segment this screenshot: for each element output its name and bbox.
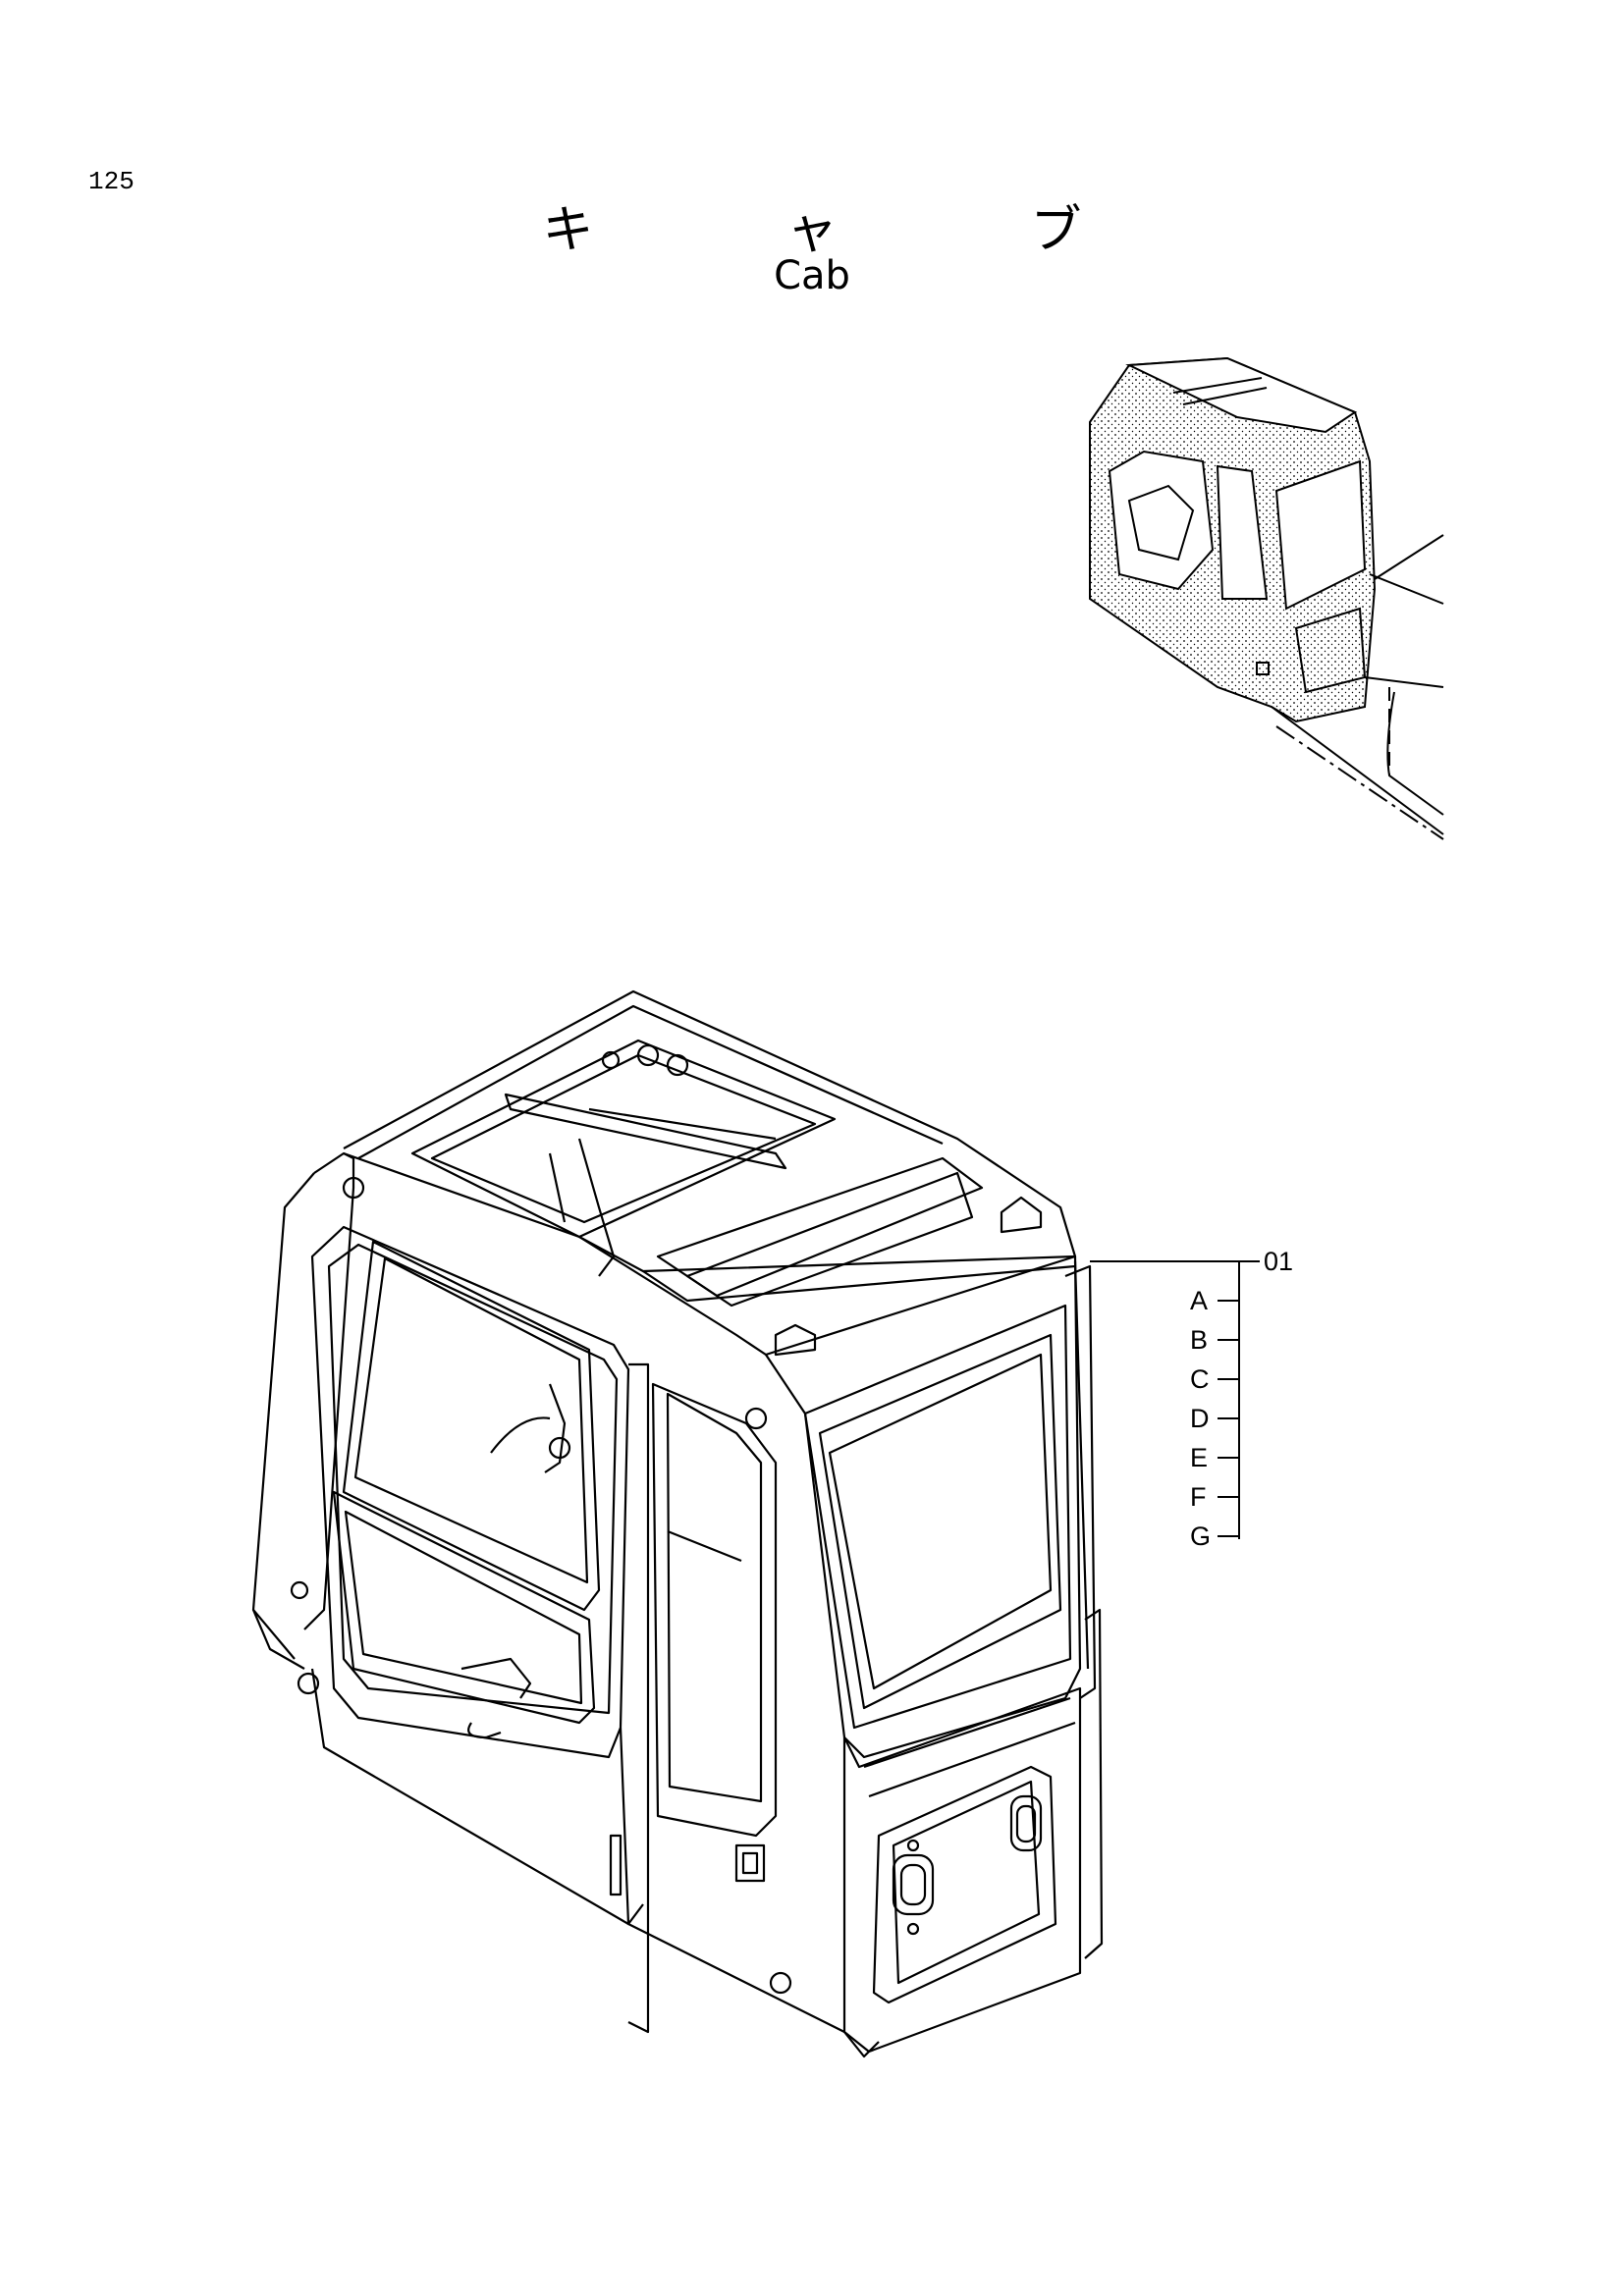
callout-main-part: 01	[1264, 1247, 1293, 1276]
callout-sub-part-e: E	[1190, 1443, 1208, 1472]
title-japanese: キ ャ ブ	[542, 201, 1170, 260]
callout-sub-part-a: A	[1190, 1286, 1208, 1315]
title-english: Cab	[774, 253, 850, 298]
callout-leaders	[1090, 1260, 1260, 1539]
page-number: 125	[88, 167, 135, 196]
callout-sub-part-c: C	[1190, 1364, 1210, 1394]
callout-sub-part-d: D	[1190, 1404, 1210, 1433]
callout-sub-part-f: F	[1190, 1482, 1207, 1512]
callout-sub-part-g: G	[1190, 1522, 1211, 1551]
callout-sub-part-b: B	[1190, 1325, 1208, 1355]
